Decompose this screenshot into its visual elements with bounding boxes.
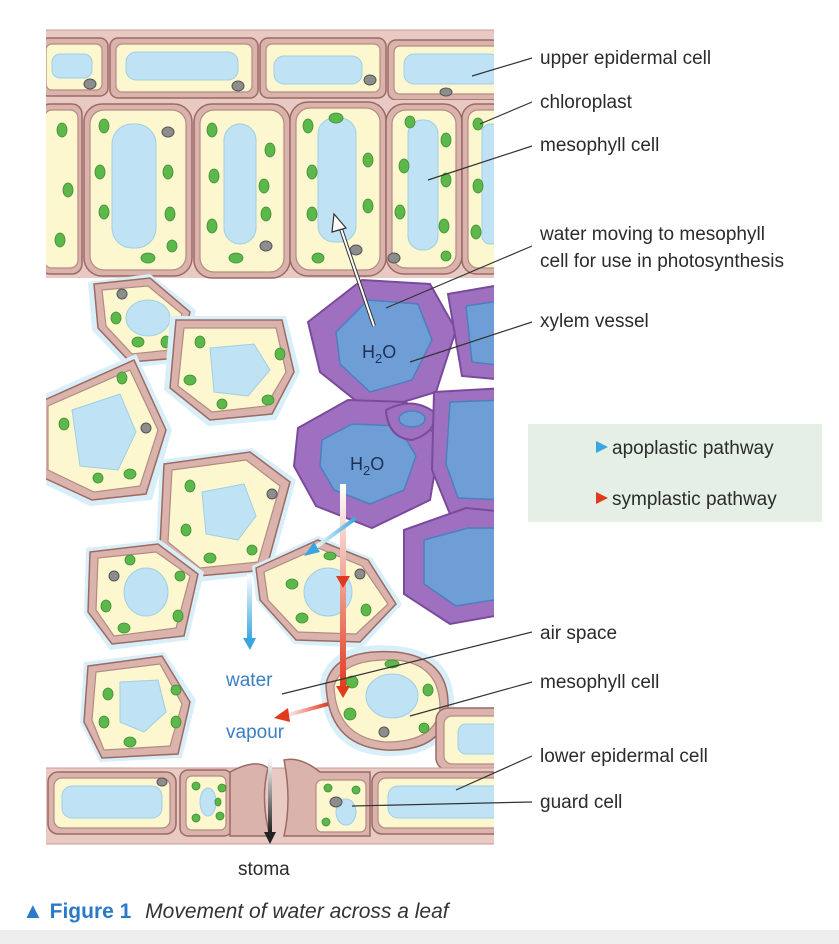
leader-lines [281,57,533,807]
symplastic-arrow-icon [596,492,608,504]
water-pathway-arrows [243,212,376,844]
label-lower-epidermal-cell: lower epidermal cell [540,746,708,767]
stoma-label: stoma [238,859,290,880]
label-mesophyll-cell-bottom: mesophyll cell [540,672,659,693]
h2o-label-lower: H2O [350,454,384,478]
label-water-moving-line1: water moving to mesophyll [539,224,765,245]
palisade-mesophyll [46,101,494,279]
h2o-label-upper: H2O [362,342,396,366]
legend-apoplastic: apoplastic pathway [612,438,774,459]
triangle-icon: ▲ [22,898,44,923]
label-upper-epidermal-cell: upper epidermal cell [540,48,711,69]
labels: upper epidermal cell chloroplast mesophy… [539,48,784,813]
figure-number: Figure 1 [49,900,132,923]
label-air-space: air space [540,623,617,644]
label-chloroplast: chloroplast [540,92,633,113]
lower-epidermis [47,758,494,837]
figure-title: Movement of water across a leaf [145,900,449,923]
label-water-moving-line2: cell for use in photosynthesis [540,251,784,272]
xylem-vessels [292,278,494,626]
water-label: water [225,670,273,691]
vapour-label: vapour [226,722,285,743]
apoplastic-arrow-icon [596,441,608,453]
figure-caption: ▲ Figure 1 Movement of water across a le… [22,898,449,924]
label-xylem-vessel: xylem vessel [540,311,649,332]
bottom-bar [0,930,839,944]
legend: apoplastic pathway symplastic pathway [528,424,822,522]
label-mesophyll-cell-top: mesophyll cell [540,135,659,156]
legend-symplastic: symplastic pathway [612,489,777,510]
spongy-mesophyll [46,274,494,771]
upper-epidermis [46,37,494,101]
guard-cell-left [229,763,271,837]
leaf-tissue [46,29,494,845]
label-guard-cell: guard cell [540,792,622,813]
